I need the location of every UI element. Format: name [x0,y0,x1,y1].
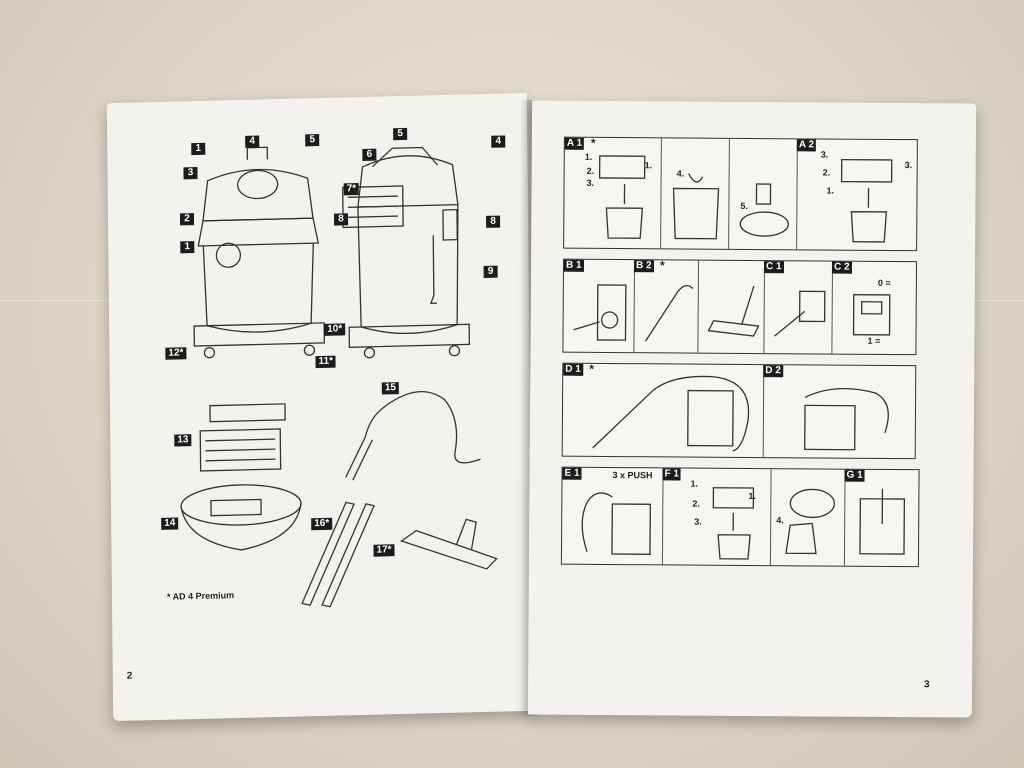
panel-label-f1: F 1 [662,468,682,481]
floor-nozzle-drawing [399,518,498,570]
vacuum-rear-drawing [342,146,471,359]
callout-10: 10* [324,323,346,336]
panel-label-c1: C 1 [763,261,784,274]
panel-label-d2: D 2 [763,365,783,378]
callout-4-rear: 4 [491,135,506,148]
callout-11: 11* [315,355,337,369]
manual-page-right: A 1 * A 2 1. 2. 3. 1. 4. 5. 3. 2. 1. 3. … [527,100,977,718]
panel-label-a2: A 2 [796,139,817,152]
panel-row-a: A 1 * A 2 1. 2. 3. 1. 4. 5. 3. 2. 1. 3. [563,136,918,252]
callout-8-front: 8 [333,213,349,226]
callout-13: 13 [174,434,192,447]
callout-6: 5 [305,134,320,147]
panel-row-d: D 1 * D 2 [561,362,917,460]
callout-1: 1 [180,241,195,254]
tile-joint [0,300,110,301]
callout-5-rear: 5 [393,127,408,141]
callout-3: 3 [183,166,198,180]
panel-label-e1: E 1 [562,467,582,480]
callout-6-rear: 6 [362,148,377,161]
filter-drawing [199,403,286,472]
panel-b2-star: * [659,258,665,273]
panel-label-c2: C 2 [831,261,852,274]
panel-row-efg: E 1 F 1 G 1 3 x PUSH 1. 2. 3. 1. 4. [560,466,920,568]
bowl-drawing [180,484,302,551]
callout-5: 4 [245,135,260,148]
callout-9: 9 [483,265,498,278]
page-number-right: 3 [924,679,930,691]
panel-label-a1: A 1 [564,137,585,150]
callout-14: 14 [161,517,179,530]
callout-17: 17* [373,544,395,557]
panel-label-b2: B 2 [633,260,654,273]
panel-label-d1: D 1 [563,363,583,376]
callout-2: 2 [179,213,195,226]
callout-4: 1 [191,142,206,156]
panel-label-b1: B 1 [563,259,584,272]
tubes-drawing [301,501,375,608]
footnote: * AD 4 Premium [166,590,235,602]
push-label: 3 x PUSH [612,470,653,481]
tile-joint [975,300,1024,301]
panel-label-g1: G 1 [844,469,865,482]
callout-7: 7* [343,183,360,196]
page-number-left: 2 [126,670,133,682]
manual-page-left: 4 1 5 3 2 1 8 5 4 6 7* 8 9 10* 11* 12* 1… [106,92,534,722]
callout-16: 16* [311,517,333,531]
vacuum-front-drawing [193,146,325,359]
hose-drawing [345,391,481,481]
callout-8-rear: 8 [486,215,501,228]
callout-15: 15 [381,382,400,395]
panel-row-bc: B 1 B 2 * C 1 C 2 0 = 1 = [562,258,918,356]
callout-12: 12* [165,347,187,360]
